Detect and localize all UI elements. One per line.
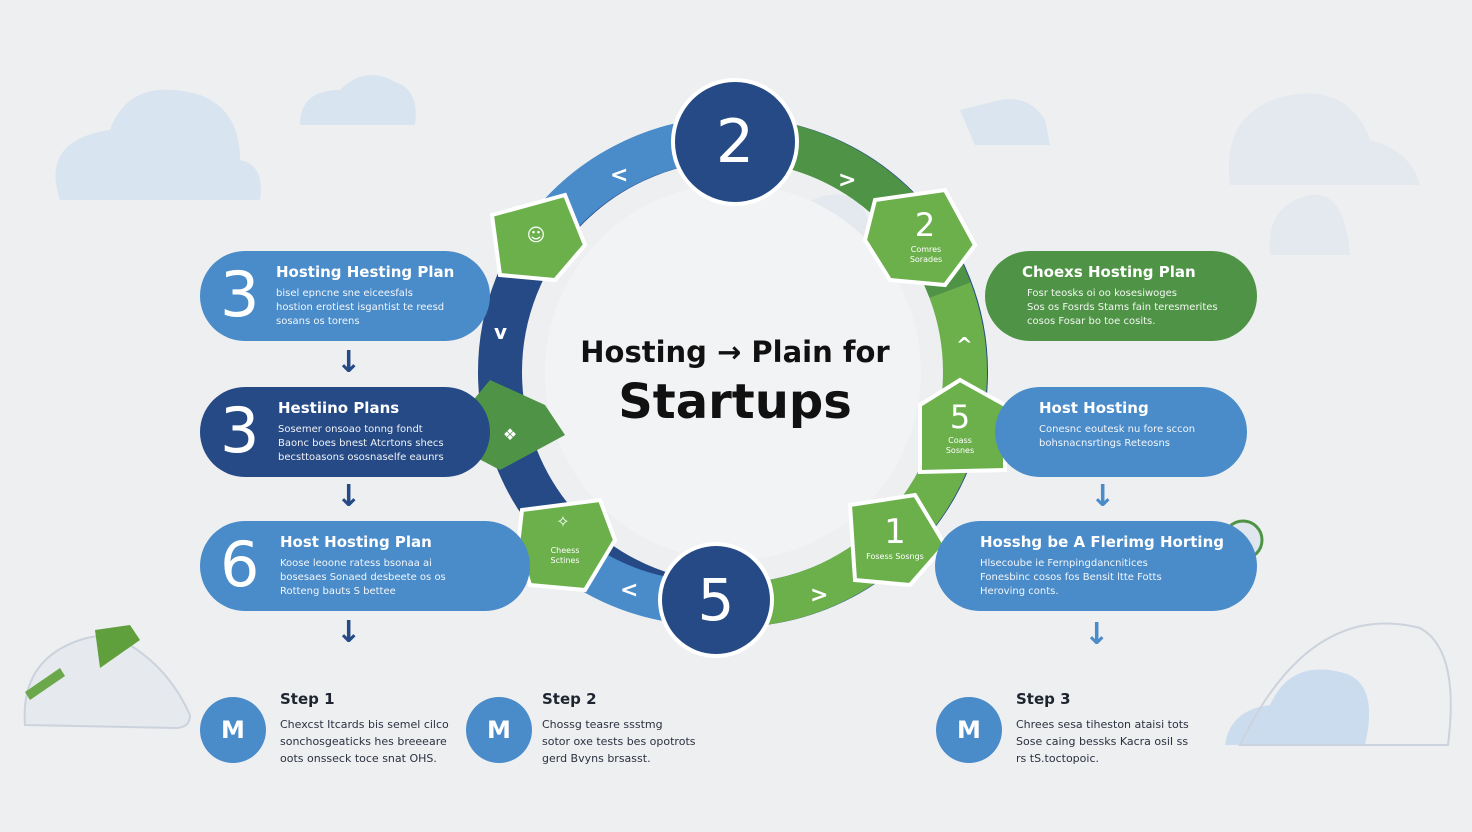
- right-box-3-line-2: Fonesbinc cosos fos Bensit ltte Fotts: [980, 572, 1162, 583]
- right-box-3: Hosshg be A Flerimg Horting Hlsecoube ie…: [935, 521, 1257, 611]
- marker-5-text: Coass Sosnes: [945, 436, 975, 455]
- left-box-1-line-3: sosans os torens: [276, 316, 360, 327]
- right-box-1: Choexs Hosting Plan Fosr teosks oi oo ko…: [985, 251, 1257, 341]
- ring-chevron-3: v: [494, 320, 508, 344]
- left-box-1-desc: bisel epncne sne eiceesfals hostion erot…: [276, 287, 476, 329]
- bottom-number-bubble: [658, 542, 774, 658]
- right-box-1-line-3: cosos Fosar bo toe cosits.: [1027, 316, 1156, 327]
- right-box-3-title: Hosshg be A Flerimg Horting: [980, 533, 1224, 551]
- marker-4-text: Comres Sorades: [909, 245, 943, 264]
- marker-2-icon: ❖: [502, 425, 518, 444]
- step-3-line-3: rs tS.toctopoic.: [1016, 752, 1099, 765]
- right-box-1-line-2: Sos os Fosrds Stams fain teresmerites: [1027, 302, 1218, 313]
- step-3-line-2: Sose caing bessks Kacra osiI ss: [1016, 735, 1189, 748]
- marker-3-text: Cheess Sctines: [550, 546, 580, 565]
- step-3-desc: Chrees sesa tiheston ataisi tots Sose ca…: [1016, 716, 1196, 767]
- left-box-2-line-3: becsttoasons ososnaselfe eaunrs: [278, 452, 444, 463]
- left-box-1: 3 Hosting Hesting Plan bisel epncne sne …: [200, 251, 490, 341]
- left-down-arrow-2: ↓: [336, 479, 362, 514]
- left-box-3-line-3: Rotteng bauts S bettee: [280, 586, 396, 597]
- right-box-3-line-1: Hlsecoube ie Fernpingdancnitices: [980, 558, 1148, 569]
- left-box-2-line-1: Sosemer onsoao tonng fondt: [278, 424, 423, 435]
- step-2-desc: Chossg teasre ssstmg sotor oxe tests bes…: [542, 716, 712, 767]
- right-box-3-desc: Hlsecoube ie Fernpingdancnitices Fonesbi…: [980, 557, 1200, 599]
- step-3-line-1: Chrees sesa tiheston ataisi tots: [1016, 718, 1189, 731]
- center-title: Hosting → Plain for Startups: [560, 332, 910, 432]
- ring-chevron-5: <: [620, 578, 639, 603]
- step-2-line-3: gerd Bvyns brsasst.: [542, 752, 651, 765]
- left-box-1-title: Hosting Hesting Plan: [276, 263, 455, 281]
- step-2-title: Step 2: [542, 690, 597, 708]
- bottom-number: 5: [697, 566, 735, 634]
- title-line-2: Startups: [618, 374, 852, 430]
- ring-chevron-4: ^: [956, 333, 973, 357]
- marker-shape-6: [847, 492, 948, 588]
- left-box-2-number: 3: [220, 394, 260, 467]
- right-box-1-title: Choexs Hosting Plan: [1022, 263, 1196, 281]
- right-down-arrow-1: ↓: [1090, 479, 1116, 514]
- left-down-arrow-1: ↓: [336, 345, 362, 380]
- step-1-icon: M: [200, 697, 266, 763]
- right-box-1-line-1: Fosr teosks oi oo kosesiwoges: [1027, 288, 1177, 299]
- left-box-3-line-2: bosesaes Sonaed desbeete os os: [280, 572, 446, 583]
- left-box-1-number: 3: [220, 258, 260, 331]
- marker-shape-1: [489, 192, 588, 283]
- step-1-line-2: sonchosgeaticks hes breeeare: [280, 735, 447, 748]
- step-2-line-1: Chossg teasre ssstmg: [542, 718, 663, 731]
- marker-shape-2: [462, 380, 565, 470]
- right-box-2-line-1: Conesnc eoutesk nu fore sccon: [1039, 424, 1196, 435]
- top-number: 2: [715, 107, 755, 177]
- marker-6-number: 1: [884, 512, 906, 552]
- step-3-title: Step 3: [1016, 690, 1071, 708]
- right-box-2-desc: Conesnc eoutesk nu fore sccon bohsnacnsr…: [1039, 423, 1229, 451]
- ring-chevron-2: >: [838, 168, 857, 193]
- left-box-1-line-1: bisel epncne sne eiceesfals: [276, 288, 413, 299]
- left-box-3: 6 Host Hosting Plan Koose leoone ratess …: [200, 521, 530, 611]
- left-box-3-desc: Koose leoone ratess bsonaa ai bosesaes S…: [280, 557, 480, 599]
- ring-green-right: [739, 282, 987, 627]
- step-1-line-3: oots onsseck toce snat OHS.: [280, 752, 437, 765]
- step-1-title: Step 1: [280, 690, 335, 708]
- left-box-2: 3 Hestiino Plans Sosemer onsoao tonng fo…: [200, 387, 490, 477]
- left-box-3-number: 6: [220, 528, 260, 601]
- left-box-2-title: Hestiino Plans: [278, 399, 400, 417]
- step-3-icon: M: [936, 697, 1002, 763]
- left-down-arrow-3: ↓: [336, 615, 362, 650]
- left-box-3-line-1: Koose leoone ratess bsonaa ai: [280, 558, 432, 569]
- marker-1-icon: ☺: [526, 225, 546, 246]
- step-2-icon: M: [466, 697, 532, 763]
- step-1-line-1: Chexcst Itcards bis semel cilco: [280, 718, 449, 731]
- title-line-1: Hosting → Plain for: [580, 335, 890, 369]
- ring-chevron-1: <: [610, 163, 629, 188]
- top-number-bubble: [671, 78, 799, 206]
- left-box-3-title: Host Hosting Plan: [280, 533, 432, 551]
- background-clouds: [23, 75, 1452, 746]
- left-box-1-line-2: hostion erotiest isgantist te reesd: [276, 302, 445, 313]
- right-box-3-line-3: Heroving conts.: [980, 586, 1059, 597]
- right-box-2: Host Hosting Conesnc eoutesk nu fore scc…: [995, 387, 1247, 477]
- right-box-1-desc: Fosr teosks oi oo kosesiwoges Sos os Fos…: [1027, 287, 1227, 329]
- left-box-2-line-2: Baonc boes bnest Atcrtons shecs: [278, 438, 444, 449]
- marker-3-icon: ✧: [556, 512, 570, 531]
- right-box-2-line-2: bohsnacnsrtings Reteosns: [1039, 438, 1171, 449]
- marker-5-number: 5: [949, 398, 971, 436]
- ring-center-disc: [545, 184, 921, 560]
- right-down-arrow-2: ↓: [1084, 617, 1110, 652]
- ring-chevron-6: >: [810, 583, 829, 608]
- right-box-2-title: Host Hosting: [1039, 399, 1149, 417]
- marker-4-number: 2: [914, 206, 936, 244]
- marker-6-text: Fosess Sosngs: [866, 552, 924, 561]
- marker-shape-4: [862, 187, 978, 288]
- left-box-2-desc: Sosemer onsoao tonng fondt Baonc boes bn…: [278, 423, 478, 465]
- step-1-desc: Chexcst Itcards bis semel cilco sonchosg…: [280, 716, 460, 767]
- step-2-line-2: sotor oxe tests bes opotrots: [542, 735, 696, 748]
